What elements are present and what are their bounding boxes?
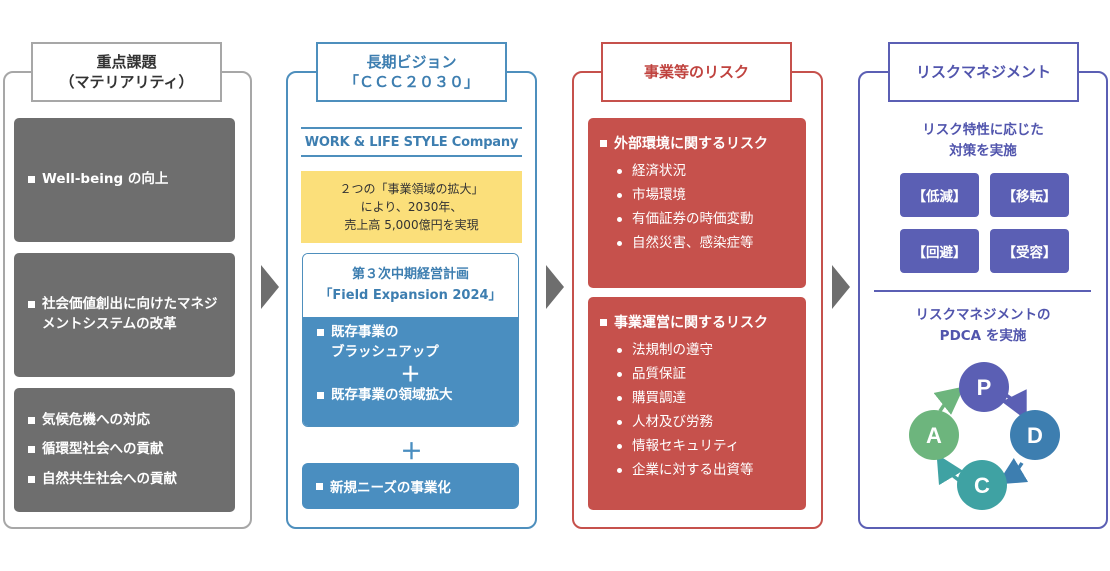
bullet-dot-icon <box>617 467 622 473</box>
midterm-plan-body: 既存事業のブラッシュアップ ＋ 既存事業の領域拡大 <box>303 317 518 426</box>
plan-item: 既存事業の領域拡大 <box>331 387 453 404</box>
materiality-box-management: 社会価値創出に向けたマネジメントシステムの改革 <box>14 253 235 377</box>
vision-title-line1: 長期ビジョン <box>366 52 457 71</box>
pdca-cycle-diagram: P D C A <box>909 362 1060 510</box>
risk-item: 品質保証 <box>632 366 686 382</box>
measures-subtitle-line2: 対策を実施 <box>949 142 1017 159</box>
plus-icon: ＋ <box>400 362 421 387</box>
risk-management-title: リスクマネジメント <box>888 42 1079 102</box>
pdca-letter-c: C <box>974 473 990 498</box>
risk-item: 企業に対する出資等 <box>632 462 754 478</box>
pdca-letter-p: P <box>977 375 992 400</box>
risk-item: 人材及び労務 <box>632 414 713 430</box>
bullet-square-icon <box>600 139 607 147</box>
operation-risk-box: 事業運営に関するリスク 法規制の遵守 品質保証 購買調達 人材及び労務 情報セキ… <box>588 297 806 510</box>
midterm-plan-box: 第３次中期経営計画 「Field Expansion 2024」 既存事業のブラ… <box>302 253 519 427</box>
vision-goal-line2: により、2030年、 <box>360 200 463 214</box>
bullet-dot-icon <box>617 395 622 401</box>
plan-item-line: ブラッシュアップ <box>331 343 439 360</box>
bullet-dot-icon <box>617 192 622 198</box>
risk-item: 経済状況 <box>632 163 686 179</box>
tag-transfer: 【移転】 <box>990 173 1069 217</box>
bullet-dot-icon <box>617 419 622 425</box>
plan-item-line: 既存事業の <box>331 324 399 340</box>
bullet-square-icon <box>28 416 35 424</box>
materiality-item: 社会価値創出に向けたマネジメントシステムの改革 <box>42 296 218 332</box>
risk-item: 市場環境 <box>632 187 686 203</box>
materiality-title: 重点課題 （マテリアリティ） <box>31 42 222 102</box>
plan-item: 既存事業のブラッシュアップ <box>331 323 439 362</box>
tag-avoid: 【回避】 <box>900 229 979 273</box>
external-risk-box: 外部環境に関するリスク 経済状況 市場環境 有価証券の時価変動 自然災害、感染症… <box>588 118 806 288</box>
pdca-arrow-a-to-p <box>933 386 965 415</box>
pdca-circle-p <box>959 362 1009 412</box>
bullet-square-icon <box>600 318 607 326</box>
pdca-circle-c <box>957 460 1007 510</box>
bullet-square-icon <box>28 475 35 483</box>
bullet-dot-icon <box>617 443 622 449</box>
tag-reduce: 【低減】 <box>900 173 979 217</box>
materiality-item: Well-being の向上 <box>42 171 169 188</box>
bullet-square-icon <box>28 176 35 184</box>
plus-icon: ＋ <box>400 440 423 465</box>
materiality-item: 循環型社会への貢献 <box>42 441 164 458</box>
measures-subtitle-line1: リスク特性に応じた <box>922 122 1044 138</box>
materiality-title-line2: （マテリアリティ） <box>59 73 194 91</box>
bullet-square-icon <box>28 446 35 454</box>
midterm-plan-title: 第３次中期経営計画 <box>351 267 469 283</box>
pdca-arrow-c-to-a <box>936 453 964 486</box>
arrow-right-icon <box>261 265 279 309</box>
pdca-letter-a: A <box>926 423 942 448</box>
bullet-dot-icon <box>617 168 622 174</box>
vision-title-line2: 「ＣＣＣ２０３０」 <box>343 73 479 91</box>
risk-item: 有価証券の時価変動 <box>632 211 754 227</box>
operation-risk-heading: 事業運営に関するリスク <box>614 315 768 331</box>
pdca-subtitle-line2: PDCA を実施 <box>939 327 1027 344</box>
pdca-arrow-p-to-d <box>1001 389 1027 421</box>
risk-title-text: 事業等のリスク <box>643 62 749 81</box>
bullet-dot-icon <box>617 240 622 246</box>
midterm-plan-name: 「Field Expansion 2024」 <box>319 287 502 303</box>
vision-goal-line3: 売上高 5,000億円を実現 <box>344 218 479 232</box>
divider <box>874 290 1091 292</box>
bullet-square-icon <box>316 482 323 490</box>
risk-item: 法規制の遵守 <box>632 342 713 358</box>
bullet-dot-icon <box>617 371 622 377</box>
bullet-square-icon <box>317 329 324 336</box>
pdca-arrow-d-to-c <box>996 457 1029 485</box>
measures-subtitle: リスク特性に応じた 対策を実施 <box>860 120 1106 162</box>
midterm-plan-header: 第３次中期経営計画 「Field Expansion 2024」 <box>303 254 518 317</box>
pdca-letter-d: D <box>1027 423 1043 448</box>
risk-management-title-text: リスクマネジメント <box>915 62 1051 81</box>
arrow-right-icon <box>546 265 564 309</box>
bullet-square-icon <box>28 301 35 309</box>
bullet-square-icon <box>317 392 324 400</box>
materiality-title-line1: 重点課題 <box>96 52 157 71</box>
materiality-item: 自然共生社会への貢献 <box>42 470 177 487</box>
company-slogan: WORK & LIFE STYLE Company <box>301 127 522 157</box>
pdca-circle-d <box>1010 410 1060 460</box>
vision-goal-line1: ２つの「事業領域の拡大」 <box>339 182 484 196</box>
tag-accept: 【受容】 <box>990 229 1069 273</box>
materiality-box-wellbeing: Well-being の向上 <box>14 118 235 242</box>
arrow-right-icon <box>832 265 850 309</box>
external-risk-heading: 外部環境に関するリスク <box>614 136 768 152</box>
risk-title: 事業等のリスク <box>601 42 792 102</box>
bullet-dot-icon <box>617 216 622 222</box>
vision-title: 長期ビジョン 「ＣＣＣ２０３０」 <box>316 42 507 102</box>
new-business-label: 新規ニーズの事業化 <box>330 480 451 496</box>
risk-item: 購買調達 <box>632 390 686 406</box>
materiality-box-environment: 気候危機への対応 循環型社会への貢献 自然共生社会への貢献 <box>14 388 235 512</box>
pdca-circle-a <box>909 410 959 460</box>
new-business-box: 新規ニーズの事業化 <box>302 463 519 509</box>
bullet-dot-icon <box>617 347 622 353</box>
vision-goal-box: ２つの「事業領域の拡大」 により、2030年、 売上高 5,000億円を実現 <box>301 171 522 243</box>
risk-item: 情報セキュリティ <box>632 438 740 454</box>
pdca-subtitle: リスクマネジメントの PDCA を実施 <box>860 305 1106 347</box>
materiality-item: 気候危機への対応 <box>42 411 150 428</box>
risk-management-panel <box>858 71 1108 529</box>
pdca-subtitle-line1: リスクマネジメントの <box>915 307 1051 323</box>
risk-item: 自然災害、感染症等 <box>632 235 754 251</box>
